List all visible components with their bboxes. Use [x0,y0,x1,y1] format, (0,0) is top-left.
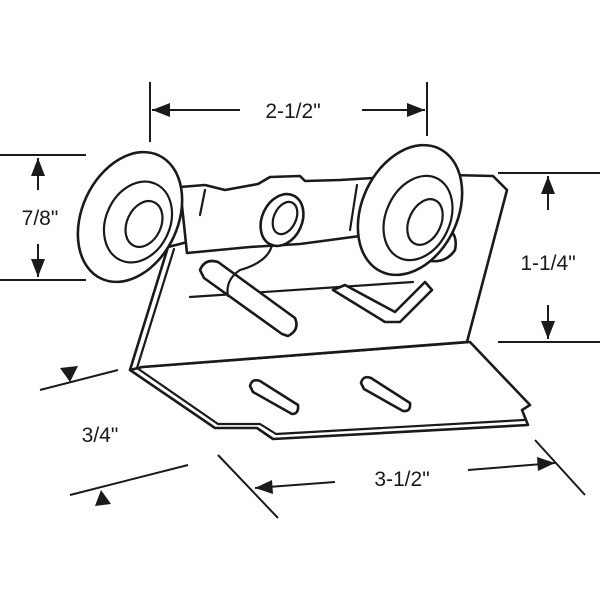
slot-right [331,280,434,324]
dimension-right-height: 1-1/4" [498,172,600,343]
label-base-depth: 3/4" [82,424,119,447]
dimension-base-depth: 3/4" [39,366,189,506]
label-base-length: 3-1/2" [374,468,429,491]
slot-left [198,259,298,338]
center-hub [259,192,305,248]
bracket-part [76,143,532,441]
label-left-height: 7/8" [22,207,59,230]
dimension-left-height: 7/8" [0,154,86,281]
dimension-top-width: 2-1/2" [149,82,428,142]
label-right-height: 1-1/4" [520,252,575,275]
base-slot-right [359,375,412,413]
base-slot-left [248,378,300,416]
right-wheel [356,143,464,277]
label-top-width: 2-1/2" [265,100,320,123]
left-wheel [76,150,184,284]
dimension-base-length: 3-1/2" [217,439,586,519]
